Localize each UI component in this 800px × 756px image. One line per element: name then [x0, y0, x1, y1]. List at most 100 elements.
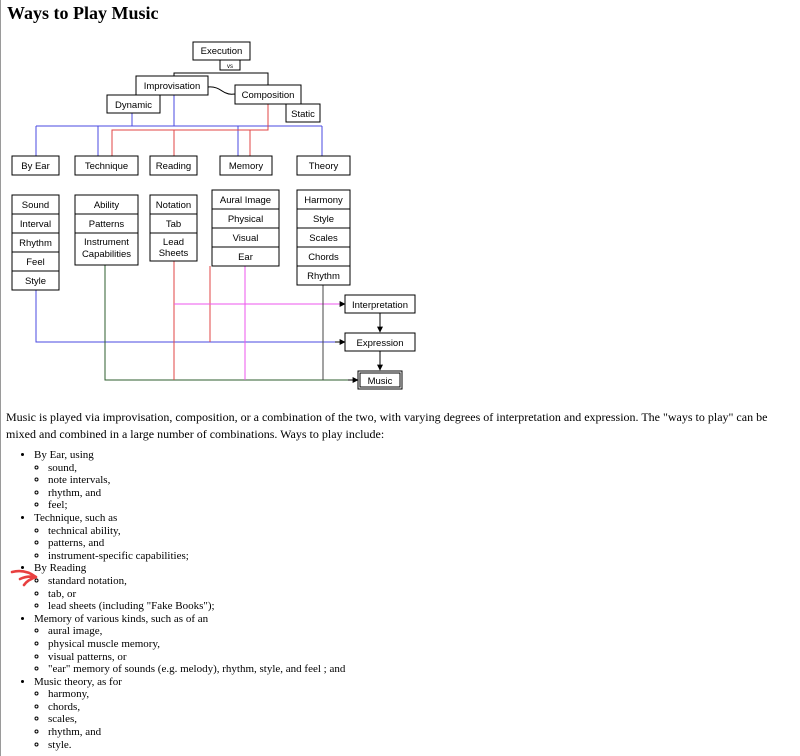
svg-text:Style: Style	[25, 276, 46, 287]
svg-text:Rhythm: Rhythm	[19, 238, 52, 249]
node-music: Music	[357, 370, 403, 390]
svg-text:Scales: Scales	[309, 233, 338, 244]
list-item-label: Memory of various kinds, such as of an	[34, 612, 209, 625]
svg-text:Physical: Physical	[228, 214, 263, 225]
list-subitem: "ear" memory of sounds (e.g. melody), rh…	[48, 663, 345, 676]
node-static: Static	[285, 103, 321, 123]
svg-text:Patterns: Patterns	[89, 219, 125, 230]
list-item-label: Music theory, as for	[34, 675, 122, 688]
list-subitem: standard notation,	[48, 575, 345, 588]
node-execution: Execution	[192, 41, 251, 61]
node-interpretation: Interpretation	[344, 294, 416, 314]
svg-text:Memory: Memory	[229, 161, 264, 172]
node-vs: vs	[219, 59, 241, 71]
list-subitem: patterns, and	[48, 537, 345, 550]
red-line-composition	[111, 104, 269, 156]
svg-text:Technique: Technique	[85, 161, 128, 172]
svg-text:Dynamic: Dynamic	[115, 100, 152, 111]
list-item-label: Technique, such as	[34, 511, 118, 524]
column-header-technique: Technique	[74, 155, 139, 176]
list-subitem: aural image,	[48, 625, 345, 638]
svg-text:Ability: Ability	[94, 200, 120, 211]
svg-text:Interpretation: Interpretation	[352, 300, 408, 311]
red-feed	[173, 261, 211, 380]
svg-text:Harmony: Harmony	[304, 195, 343, 206]
list-item-label: By Reading	[34, 562, 87, 575]
list-subitem: rhythm, and	[48, 726, 345, 739]
squiggle-line	[207, 86, 237, 95]
list-subitem: sound,	[48, 462, 345, 475]
list-subitem: tab, or	[48, 588, 345, 601]
list-item-technique: Technique, such as technical ability, pa…	[34, 512, 345, 562]
connector-lines	[35, 72, 383, 383]
pink-feed	[174, 266, 345, 380]
svg-text:Visual: Visual	[233, 233, 259, 244]
node-dynamic: Dynamic	[106, 94, 161, 114]
technique-item-line-2: Capabilities	[82, 249, 131, 260]
green-feed	[104, 265, 358, 381]
theory-items: Harmony Style Scales Chords Rhythm	[296, 189, 351, 286]
svg-text:Improvisation: Improvisation	[144, 81, 201, 92]
svg-text:Feel: Feel	[26, 257, 44, 268]
list-item-by-reading: By Reading standard notation, tab, or le…	[34, 562, 345, 612]
svg-text:Rhythm: Rhythm	[307, 271, 340, 282]
svg-text:Expression: Expression	[357, 338, 404, 349]
svg-text:Ear: Ear	[238, 252, 253, 263]
svg-text:By Ear: By Ear	[21, 161, 50, 172]
list-item-by-ear: By Ear, using sound, note intervals, rhy…	[34, 449, 345, 512]
svg-text:Composition: Composition	[242, 90, 295, 101]
intro-paragraph: Music is played via improvisation, compo…	[6, 410, 768, 441]
node-expression: Expression	[344, 332, 416, 352]
node-improvisation: Improvisation	[135, 75, 209, 96]
svg-text:Static: Static	[291, 109, 315, 120]
list-subitem: rhythm, and	[48, 487, 345, 500]
list-subitem: feel;	[48, 499, 345, 512]
svg-text:vs: vs	[227, 64, 233, 70]
svg-text:Music: Music	[368, 376, 393, 387]
column-header-theory: Theory	[296, 155, 351, 176]
blue-line-improvisation	[173, 95, 239, 156]
list-item-label: By Ear, using	[34, 449, 94, 461]
list-subitem: technical ability,	[48, 525, 345, 538]
ways-diagram: Execution vs Improvisation Composition D…	[11, 41, 416, 390]
blue-line-dynamic	[35, 112, 323, 156]
page-border	[0, 0, 1, 756]
red-arrow-annotation-icon	[10, 569, 38, 587]
black-line-execution	[173, 72, 269, 85]
svg-text:Aural Image: Aural Image	[220, 195, 271, 206]
svg-text:Interval: Interval	[20, 219, 51, 230]
column-header-by-ear: By Ear	[11, 155, 60, 176]
list-subitem: chords,	[48, 701, 345, 714]
reading-item-line-2: Sheets	[159, 248, 189, 259]
svg-text:Reading: Reading	[156, 161, 191, 172]
list-item-music-theory: Music theory, as for harmony, chords, sc…	[34, 676, 345, 752]
technique-items: Ability Patterns Instrument Capabilities	[74, 194, 139, 266]
node-composition: Composition	[234, 84, 302, 105]
column-header-reading: Reading	[149, 155, 198, 176]
svg-text:Execution: Execution	[201, 46, 243, 57]
reading-items: Notation Tab Lead Sheets	[149, 194, 198, 262]
svg-text:Style: Style	[313, 214, 334, 225]
list-subitem: physical muscle memory,	[48, 638, 345, 651]
technique-item-line-1: Instrument	[84, 237, 129, 248]
blue-feed	[35, 290, 345, 343]
list-subitem: visual patterns, or	[48, 651, 345, 664]
list-subitem: lead sheets (including "Fake Books");	[48, 600, 345, 613]
memory-items: Aural Image Physical Visual Ear	[211, 189, 280, 267]
list-subitem: scales,	[48, 713, 345, 726]
page-title: Ways to Play Music	[7, 3, 159, 23]
list-subitem: harmony,	[48, 688, 345, 701]
column-header-memory: Memory	[219, 155, 273, 176]
svg-text:Chords: Chords	[308, 252, 339, 263]
list-subitem: note intervals,	[48, 474, 345, 487]
svg-text:Theory: Theory	[309, 161, 339, 172]
list-item-memory: Memory of various kinds, such as of an a…	[34, 613, 345, 676]
list-subitem: instrument-specific capabilities;	[48, 550, 345, 563]
svg-text:Notation: Notation	[156, 200, 191, 211]
svg-text:Tab: Tab	[166, 219, 181, 230]
ways-list: By Ear, using sound, note intervals, rhy…	[0, 449, 345, 751]
reading-item-line-1: Lead	[163, 237, 184, 248]
list-subitem: style.	[48, 739, 345, 752]
svg-text:Sound: Sound	[22, 200, 49, 211]
by-ear-items: Sound Interval Rhythm Feel Style	[11, 194, 60, 291]
